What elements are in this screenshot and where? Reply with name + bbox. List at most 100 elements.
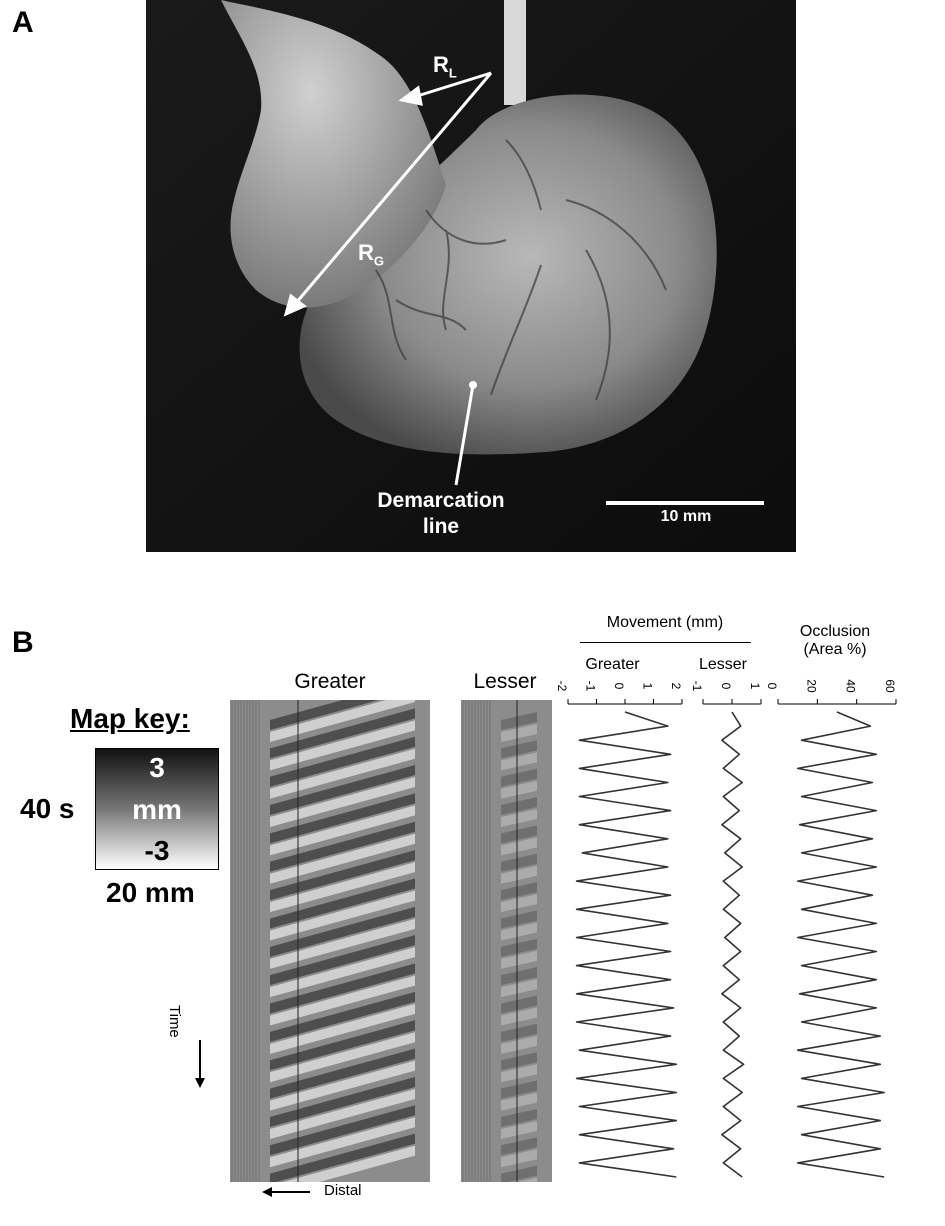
kymograph-light-band	[517, 1177, 537, 1182]
kymograph-dark-band	[270, 1133, 415, 1182]
kymograph-light-band	[270, 777, 415, 828]
kymograph-dark-band	[501, 1108, 537, 1127]
trace-tick-label: -1	[584, 681, 598, 692]
distance-scale-label: 20 mm	[106, 877, 195, 908]
stomach-photograph: RL RG Demarcation line 10 mm	[146, 0, 796, 552]
trace-line	[575, 711, 678, 1178]
kymograph-dark-band	[501, 1080, 537, 1099]
kymograph-light-band	[501, 1007, 537, 1026]
stomach-body	[299, 94, 717, 455]
trace-tick-label: 40	[844, 679, 858, 693]
panel-b-label: B	[12, 626, 34, 659]
kymograph-light-band	[270, 890, 415, 941]
rl-label: RL	[433, 52, 457, 81]
rg-arrow	[283, 72, 493, 317]
kymograph-light-band	[501, 894, 537, 913]
kymograph-light-band	[501, 1120, 537, 1139]
kymograph-dark-band	[501, 768, 537, 787]
stomach-illustration	[146, 0, 796, 552]
kymograph-light-band	[501, 979, 537, 998]
greater-movement-trace: -2 -1 0 1 2	[556, 681, 683, 1178]
movement-lesser-label: Lesser	[698, 656, 748, 673]
kymograph-dark-band	[501, 938, 537, 957]
kymograph-light-band	[501, 922, 537, 941]
trace-tick-label: -2	[556, 681, 569, 692]
kymograph-light-band	[270, 1060, 415, 1111]
kymograph-light-band	[501, 837, 537, 856]
map-key-title: Map key:	[70, 703, 190, 734]
kymograph-dark-band	[270, 736, 415, 787]
demarcation-label: Demarcation line	[377, 489, 505, 538]
kymograph-dark-band	[270, 935, 415, 986]
kymograph-dark-band	[270, 963, 415, 1014]
kymograph-light-band	[270, 1088, 415, 1139]
kymograph-dark-band	[501, 882, 537, 901]
kymograph-light-band	[270, 833, 415, 884]
kymograph-light-band	[501, 1035, 537, 1054]
distal-arrow	[262, 1187, 310, 1197]
kymograph-dark-band	[270, 765, 415, 816]
kymograph-light-band	[270, 720, 415, 771]
catheter-tube	[504, 0, 526, 105]
scale-bar-label: 10 mm	[660, 508, 712, 525]
kymograph-light-band	[501, 780, 537, 799]
trace-tick-label: 1	[641, 683, 655, 690]
kymograph-dark-band	[501, 740, 537, 759]
kymograph-dark-band	[501, 1052, 537, 1071]
blood-vessels	[375, 139, 667, 401]
trace-tick-label: 0	[768, 683, 779, 690]
kymograph-light-band	[270, 1032, 415, 1083]
map-key-unit: mm	[132, 794, 182, 825]
kymograph-light-band	[270, 975, 415, 1026]
kymograph-dark-band	[270, 1105, 415, 1156]
kymograph-dark-band	[270, 878, 415, 929]
kymograph-dark-band	[270, 700, 379, 730]
trace-line	[721, 711, 745, 1178]
kymograph-dark-band	[501, 1023, 537, 1042]
map-key-max: 3	[149, 752, 165, 783]
rl-arrow	[398, 71, 492, 106]
kymograph-dark-band	[270, 1076, 415, 1127]
rg-label: RG	[358, 240, 385, 269]
kymograph-light-band	[501, 950, 537, 969]
kymograph-dark-band	[270, 1020, 415, 1071]
time-arrow	[195, 1040, 205, 1088]
kymograph-dark-band	[501, 995, 537, 1014]
kymograph-dark-band	[501, 853, 537, 872]
kymograph-dark-band	[501, 1137, 537, 1156]
kymograph-dark-band	[501, 797, 537, 816]
kymograph-dark-band	[501, 825, 537, 844]
kymograph-dark-band	[501, 910, 537, 929]
greater-kymograph	[230, 700, 430, 1182]
map-key-gradient: 3 mm -3	[95, 748, 219, 870]
occlusion-trace: 0204060	[768, 679, 897, 1178]
map-key-min: -3	[144, 835, 170, 866]
kymograph-light-band	[270, 1003, 415, 1054]
kymograph-light-band	[501, 809, 537, 828]
trace-tick-label: 0	[719, 683, 733, 690]
kymograph-dark-band	[270, 850, 415, 901]
kymograph-light-band	[270, 805, 415, 856]
kymograph-light-band	[270, 918, 415, 969]
kymograph-light-band	[270, 748, 415, 799]
trace-tick-label: 60	[883, 679, 897, 693]
kymograph-dark-band	[270, 991, 415, 1042]
kymograph-dark-band	[270, 793, 415, 844]
kymograph-dark-band	[270, 708, 415, 759]
time-scale-label: 40 s	[20, 793, 75, 824]
kymograph-light-band	[501, 724, 537, 742]
kymograph-light-band	[501, 1149, 537, 1168]
trace-tick-label: 2	[669, 683, 683, 690]
movement-title: Movement (mm)	[606, 614, 724, 631]
lesser-kymograph-title: Lesser	[473, 670, 537, 693]
forestomach	[221, 0, 446, 308]
panel-a-label: A	[12, 6, 34, 39]
trace-tick-label: 0	[612, 683, 626, 690]
trace-tick-label: -1	[693, 681, 704, 692]
kymograph-dark-band	[270, 906, 415, 957]
trace-line	[796, 711, 885, 1178]
kymograph-light-band	[501, 1064, 537, 1083]
kymograph-dark-band	[501, 1165, 537, 1182]
greater-kymograph-title: Greater	[294, 670, 366, 693]
